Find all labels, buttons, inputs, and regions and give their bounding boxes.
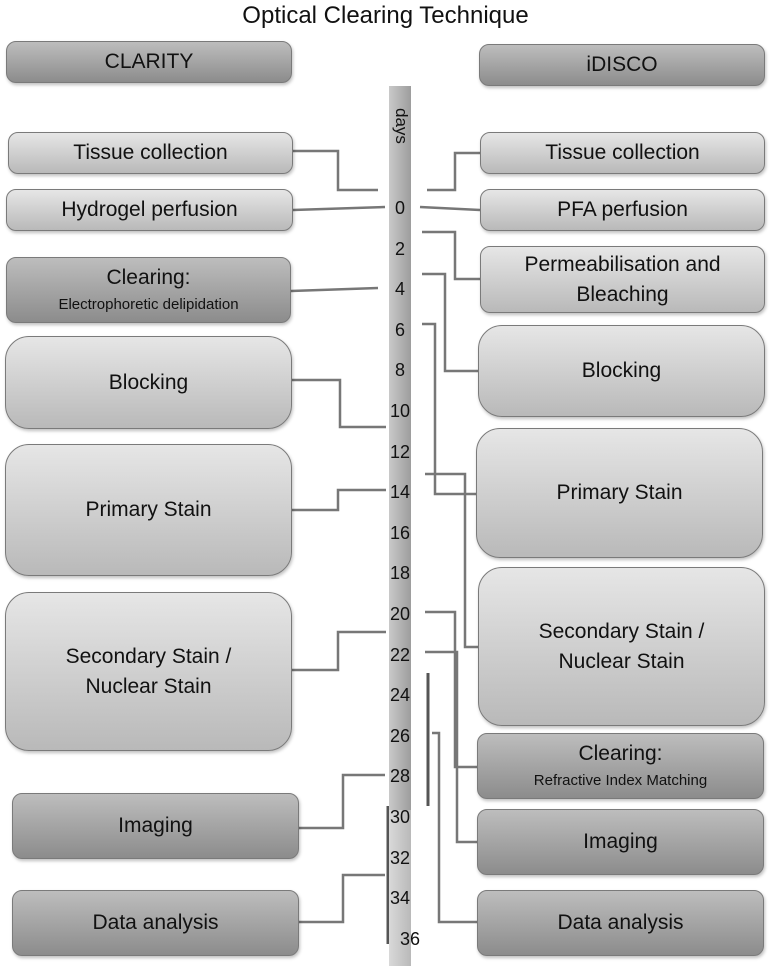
- day-tick-label: 6: [394, 320, 405, 340]
- idisco-step-data-analysis: Data analysis: [477, 890, 764, 956]
- idisco-step-tissue-collection: Tissue collection: [480, 132, 765, 174]
- day-tick-label: 10: [389, 401, 411, 421]
- idisco-step-label: Secondary Stain /: [538, 619, 705, 643]
- day-tick-label: 26: [389, 726, 411, 746]
- days-timeline-extension: [389, 810, 411, 966]
- idisco-step-label-line2: Nuclear Stain: [558, 649, 685, 673]
- clarity-step-tissue-collection: Tissue collection: [8, 132, 293, 174]
- clarity-step-blocking: Blocking: [5, 336, 292, 429]
- clarity-step-label-line2: Nuclear Stain: [85, 674, 212, 698]
- idisco-step-permeabilisation-bleaching: Permeabilisation and Bleaching: [480, 246, 765, 313]
- idisco-step-label: Permeabilisation and: [524, 252, 721, 276]
- day-tick-label: 0: [394, 198, 405, 218]
- clarity-step-data-analysis: Data analysis: [12, 890, 299, 956]
- day-tick-label: 36: [399, 929, 421, 949]
- clarity-step-secondary-stain: Secondary Stain / Nuclear Stain: [5, 592, 292, 751]
- idisco-step-label: Primary Stain: [556, 481, 683, 504]
- idisco-step-clearing-ri-matching: Clearing: Refractive Index Matching: [477, 733, 764, 799]
- day-tick-label: 2: [394, 239, 405, 259]
- day-tick-label: 30: [389, 807, 411, 827]
- day-tick-label: 22: [389, 645, 411, 665]
- idisco-header: iDISCO: [479, 44, 765, 86]
- day-tick-label: 14: [389, 482, 411, 502]
- day-tick-label: 32: [389, 848, 411, 868]
- clarity-step-label: Hydrogel perfusion: [61, 198, 238, 221]
- days-axis-label: days: [392, 108, 411, 144]
- clarity-step-label: Clearing:: [106, 266, 191, 289]
- page-title: Optical Clearing Technique: [242, 2, 529, 29]
- clarity-header-label: CLARITY: [104, 50, 194, 73]
- clarity-step-label: Blocking: [108, 370, 189, 394]
- clarity-header: CLARITY: [6, 41, 292, 83]
- idisco-step-label-line2: Bleaching: [576, 282, 669, 306]
- day-tick-label: 16: [389, 523, 411, 543]
- clarity-step-sublabel: Electrophoretic delipidation: [58, 296, 239, 313]
- clarity-step-imaging: Imaging: [12, 793, 299, 859]
- day-tick-label: 20: [389, 604, 411, 624]
- day-tick-label: 8: [394, 360, 405, 380]
- idisco-step-sublabel: Refractive Index Matching: [533, 772, 708, 789]
- idisco-step-imaging: Imaging: [477, 809, 764, 875]
- days-timeline-bar: [389, 86, 411, 966]
- idisco-step-secondary-stain: Secondary Stain / Nuclear Stain: [478, 567, 765, 726]
- idisco-step-label: Imaging: [583, 830, 658, 853]
- idisco-step-blocking: Blocking: [478, 325, 765, 417]
- idisco-step-label: Tissue collection: [545, 141, 700, 164]
- clarity-step-clearing-delipidation: Clearing: Electrophoretic delipidation: [6, 257, 291, 323]
- idisco-step-label: Clearing:: [578, 742, 663, 765]
- day-tick-label: 24: [389, 685, 411, 705]
- idisco-header-label: iDISCO: [586, 53, 658, 76]
- idisco-step-primary-stain: Primary Stain: [476, 428, 763, 558]
- clarity-step-label: Primary Stain: [85, 498, 212, 521]
- day-tick-label: 18: [389, 563, 411, 583]
- day-tick-label: 28: [389, 766, 411, 786]
- day-tick-label: 12: [389, 442, 411, 462]
- clarity-step-label: Tissue collection: [73, 141, 228, 164]
- idisco-step-label: PFA perfusion: [557, 198, 688, 221]
- clarity-step-label: Imaging: [118, 814, 193, 837]
- day-tick-label: 4: [394, 279, 405, 299]
- clarity-step-label: Secondary Stain /: [65, 644, 232, 668]
- idisco-step-pfa-perfusion: PFA perfusion: [480, 189, 765, 231]
- idisco-step-label: Blocking: [581, 359, 662, 382]
- clarity-step-hydrogel-perfusion: Hydrogel perfusion: [6, 189, 293, 231]
- day-tick-label: 34: [389, 888, 411, 908]
- idisco-step-label: Data analysis: [557, 911, 684, 934]
- clarity-step-label: Data analysis: [92, 911, 219, 934]
- clarity-step-primary-stain: Primary Stain: [5, 444, 292, 576]
